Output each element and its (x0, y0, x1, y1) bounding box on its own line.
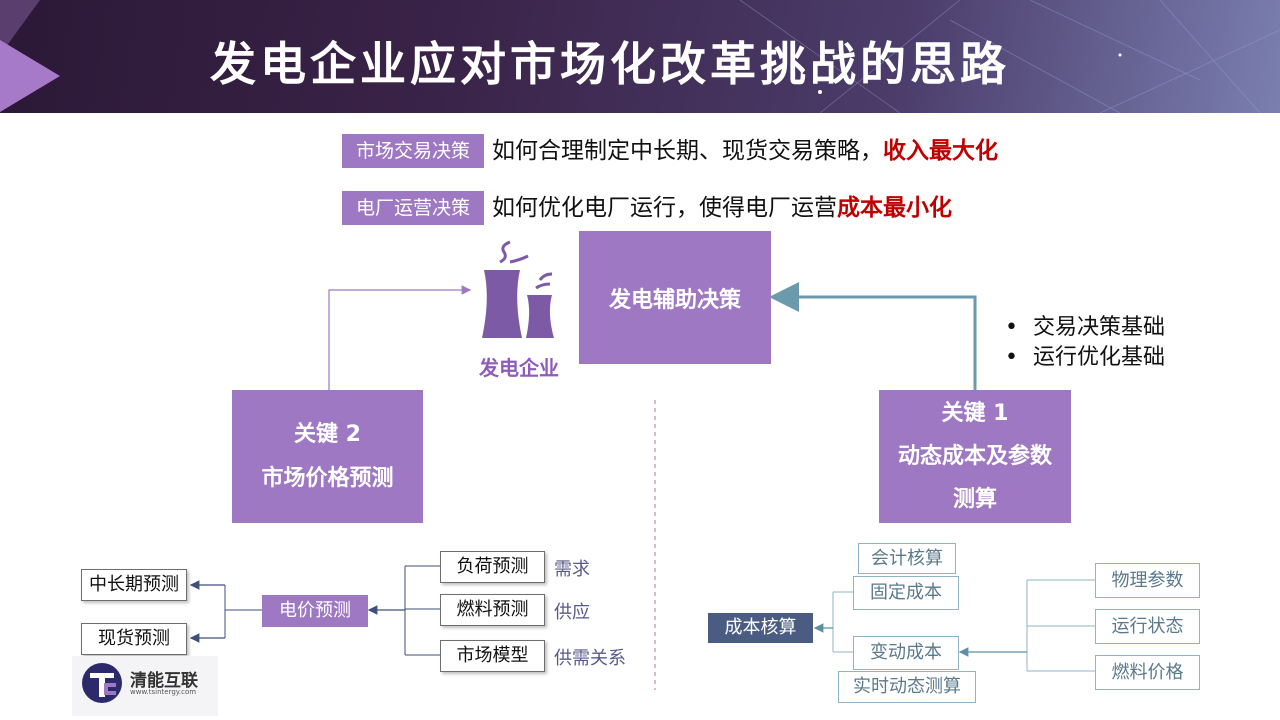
spot-forecast-box: 现货预测 (81, 623, 187, 655)
key1-title: 关键 1 (941, 401, 1009, 426)
key2-subtitle: 市场价格预测 (261, 465, 394, 491)
market-decision-text: 如何合理制定中长期、现货交易策略，收入最大化 (492, 134, 998, 168)
plant-decision-desc: 如何优化电厂运行，使得电厂运营 (492, 195, 837, 221)
key1-subtitle-line1: 动态成本及参数 (897, 444, 1052, 469)
key1-subtitle-line2: 测算 (952, 487, 997, 512)
demand-note: 需求 (554, 559, 590, 580)
variable-cost-box: 变动成本 (853, 636, 959, 670)
market-model-box: 市场模型 (440, 640, 545, 672)
supply-note: 供应 (554, 602, 590, 623)
company-logo: 清能互联 www.tsintergy.com (72, 656, 218, 716)
market-decision-desc: 如何合理制定中长期、现货交易策略， (492, 138, 883, 164)
physical-params-box: 物理参数 (1095, 563, 1200, 598)
logo-mark-icon (82, 663, 122, 703)
operating-state-box: 运行状态 (1095, 609, 1200, 644)
price-forecast-box: 电价预测 (262, 595, 368, 627)
banner-triangle-shape (0, 40, 60, 112)
key2-box: 关键 2 市场价格预测 (232, 390, 423, 523)
bullet-list: •交易决策基础 •运行优化基础 (1005, 313, 1165, 373)
supply-demand-note: 供需关系 (554, 648, 626, 669)
market-decision-highlight: 收入最大化 (883, 138, 998, 164)
page-title: 发电企业应对市场化改革挑战的思路 (210, 37, 1010, 91)
realtime-calc-note-box: 实时动态测算 (838, 671, 976, 703)
aux-decision-label: 发电辅助决策 (608, 287, 741, 313)
aux-decision-box: 发电辅助决策 (579, 231, 771, 364)
plant-decision-text: 如何优化电厂运行，使得电厂运营成本最小化 (492, 191, 952, 225)
key1-box: 关键 1 动态成本及参数 测算 (879, 390, 1071, 523)
logo-name: 清能互联 (130, 671, 198, 691)
fixed-cost-box: 固定成本 (853, 576, 959, 610)
fuel-forecast-box: 燃料预测 (440, 594, 545, 626)
plant-decision-highlight: 成本最小化 (837, 195, 952, 221)
tag-market-decision: 市场交易决策 (342, 134, 484, 168)
title-banner: 发电企业应对市场化改革挑战的思路 (0, 0, 1280, 113)
plant-label: 发电企业 (479, 356, 559, 380)
key2-title: 关键 2 (294, 421, 361, 447)
bullet-item-text: 运行优化基础 (1033, 345, 1166, 370)
tag-plant-decision: 电厂运营决策 (342, 191, 484, 225)
accounting-note-box: 会计核算 (858, 543, 956, 574)
cost-accounting-box: 成本核算 (708, 613, 813, 643)
banner-network-graphic (739, 0, 1280, 113)
bullet-item: •交易决策基础 (1005, 315, 1166, 340)
power-plant-icon (482, 240, 554, 338)
fuel-price-box: 燃料价格 (1095, 655, 1200, 690)
bullet-item: •运行优化基础 (1005, 345, 1166, 370)
logo-url: www.tsintergy.com (130, 688, 197, 696)
load-forecast-box: 负荷预测 (440, 551, 545, 583)
long-term-forecast-box: 中长期预测 (81, 569, 187, 601)
bullet-item-text: 交易决策基础 (1033, 315, 1166, 340)
